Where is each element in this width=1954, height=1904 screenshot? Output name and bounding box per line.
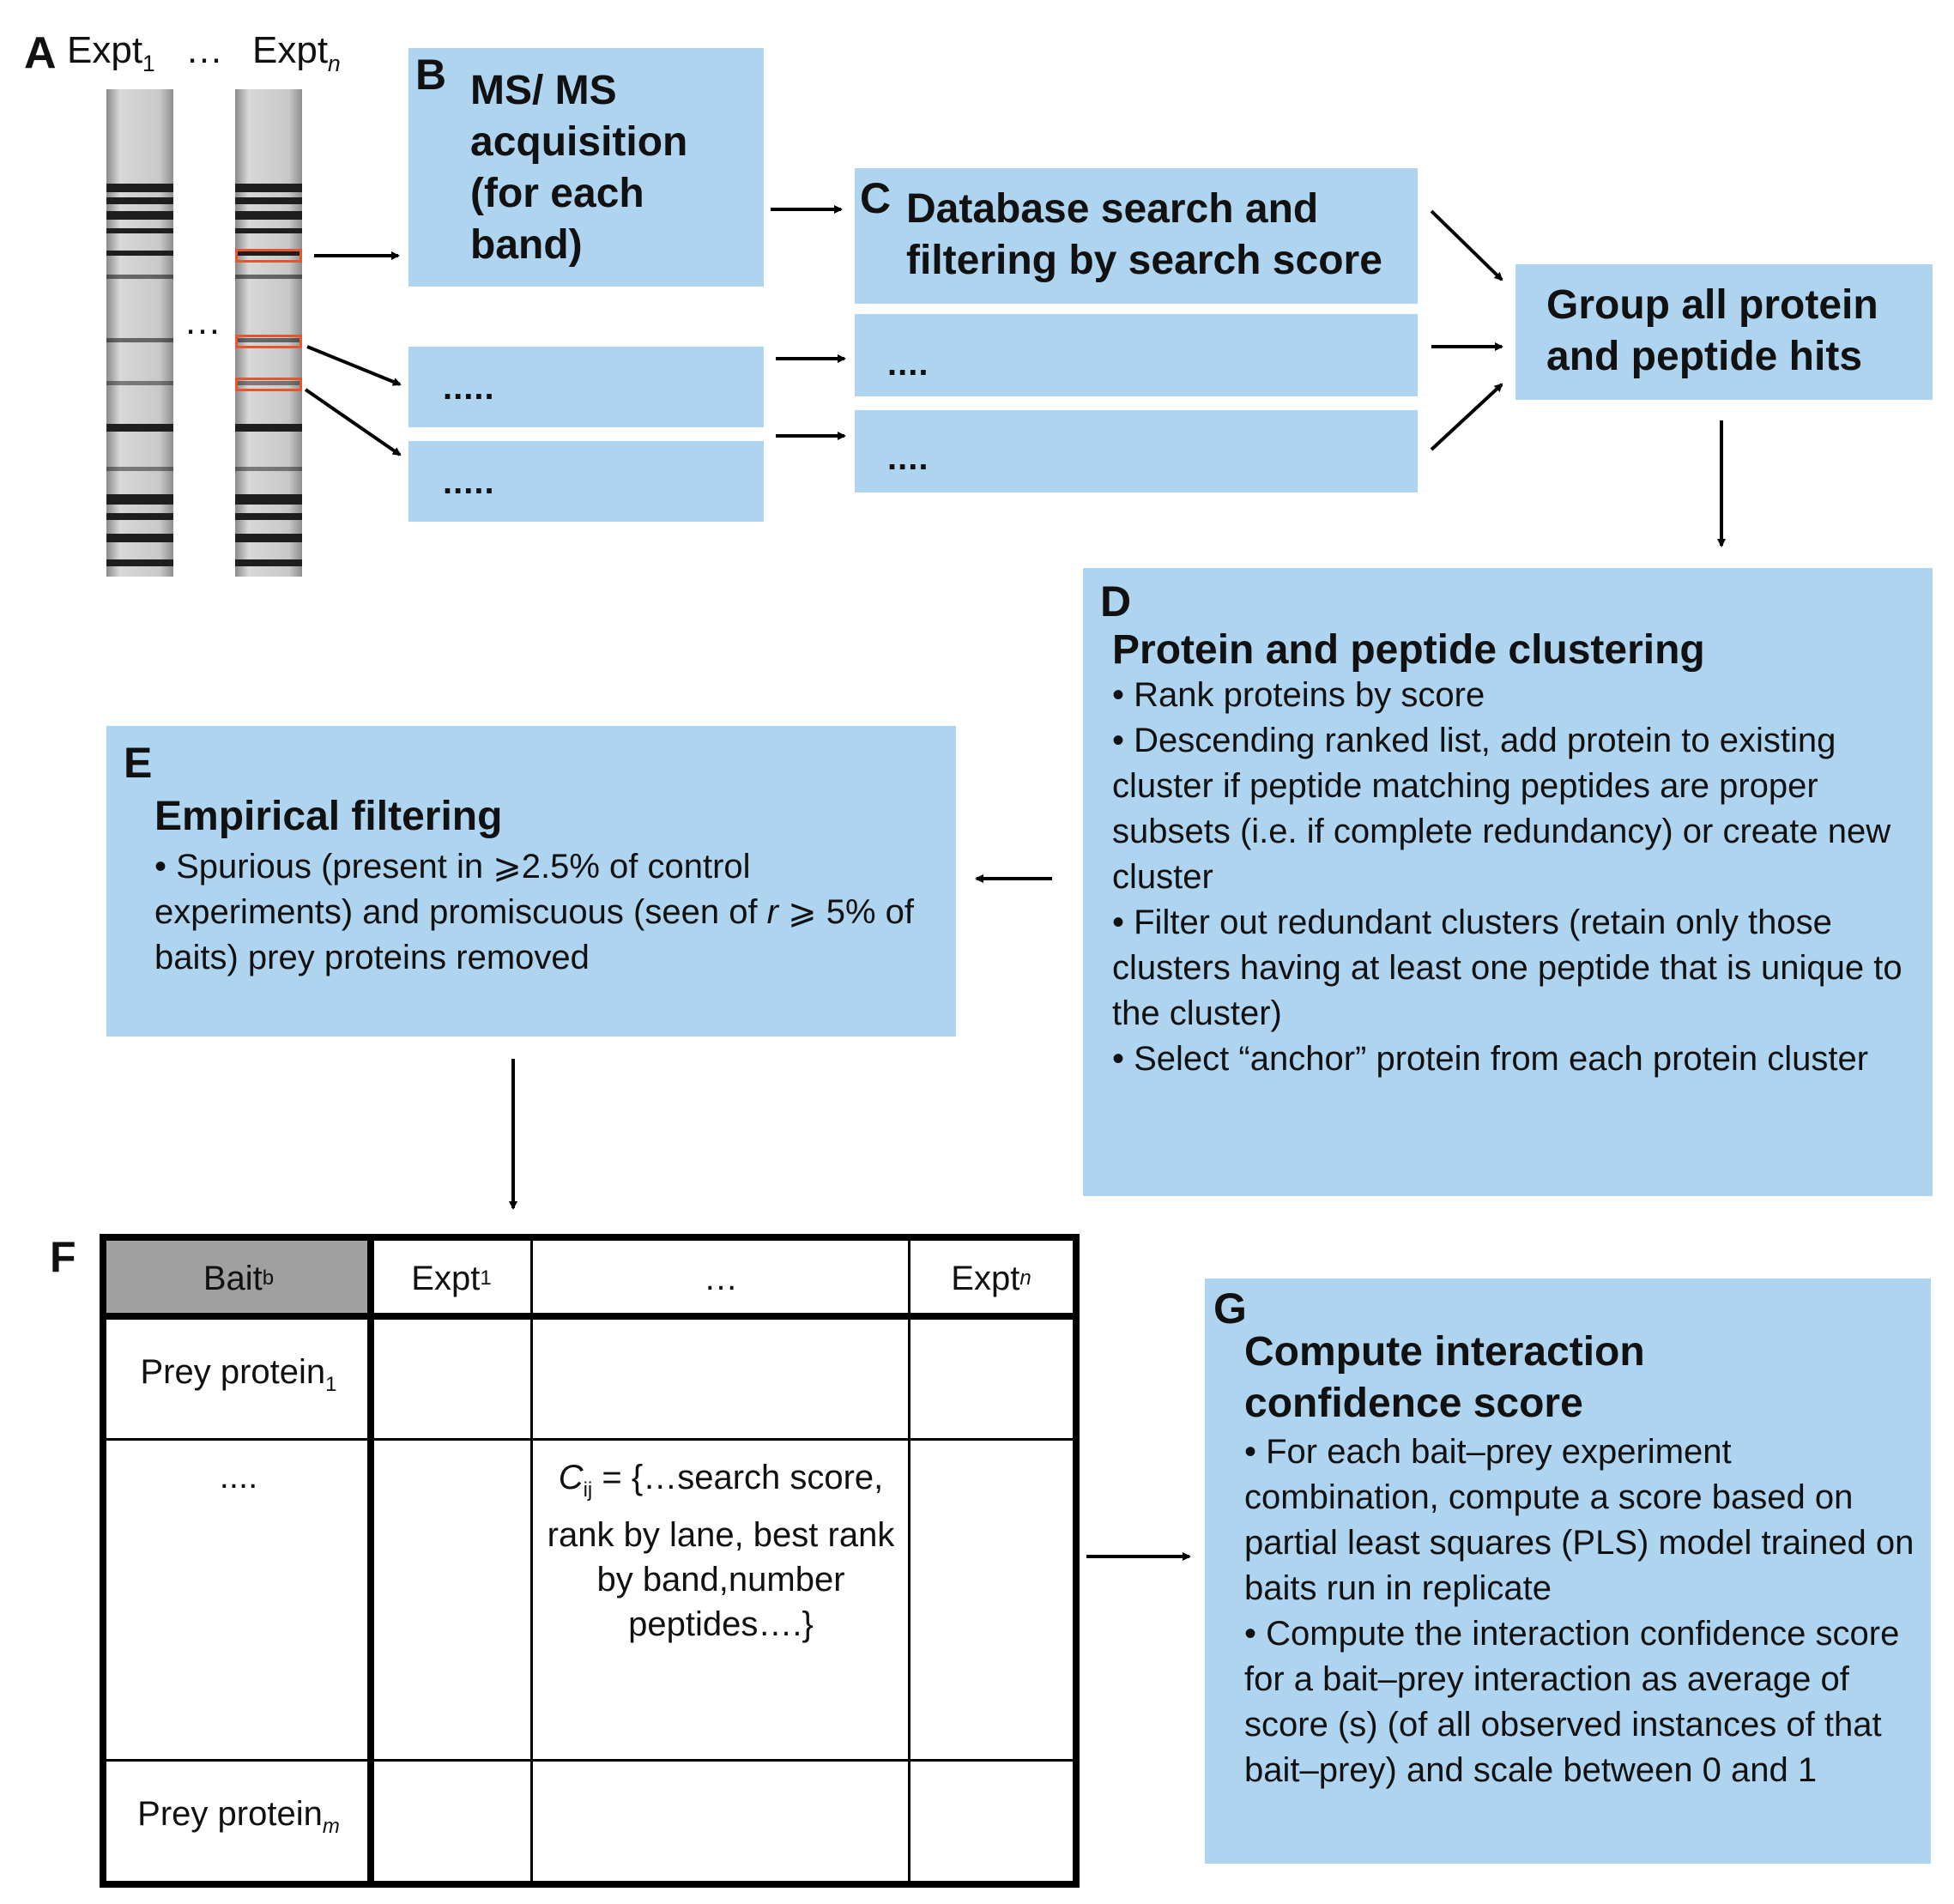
- table-divider: [106, 1438, 1073, 1441]
- confidence-bullets: • For each bait–prey experiment combinat…: [1244, 1430, 1922, 1793]
- ms-dots-2: .....: [443, 463, 495, 501]
- arrow-gel-to-ms-3: [304, 388, 402, 456]
- box-empirical-filtering: [106, 726, 956, 1037]
- confidence-score-title: Compute interaction confidence score: [1244, 1329, 1645, 1426]
- gel-lane-1: [106, 89, 173, 577]
- arrow-db-to-group-3: [1430, 383, 1503, 451]
- panel-c-letter: C: [860, 174, 892, 222]
- arrow-gel-to-ms-2: [306, 345, 402, 386]
- box-database-search: [855, 168, 1418, 304]
- clustering-bullets: • Rank proteins by score • Descending ra…: [1112, 673, 1910, 1082]
- selected-band-1: [235, 249, 302, 263]
- empirical-filtering-bullet: • Spurious (present in ⩾2.5% of control …: [154, 848, 915, 976]
- lane-ellipsis-top: …: [185, 29, 223, 71]
- clustering-bullet: • Filter out redundant clusters (retain …: [1112, 904, 1903, 1032]
- db-dots-1: ....: [887, 345, 929, 383]
- lane1-label: Expt1: [67, 29, 155, 76]
- confidence-bullet: • Compute the interaction confidence sco…: [1244, 1615, 1900, 1789]
- row-prey-protein-1: Prey protein1: [140, 1352, 337, 1396]
- db-dots-2: ....: [887, 439, 929, 477]
- panel-f-letter: F: [50, 1233, 76, 1281]
- box-ms-placeholder-1: [408, 347, 764, 427]
- lane-ellipsis-mid: …: [184, 300, 221, 342]
- clustering-bullet: • Select “anchor” protein from each prot…: [1112, 1040, 1869, 1078]
- panel-b-letter: B: [415, 51, 447, 99]
- box-group-hits: [1515, 264, 1933, 400]
- database-search-title: Database search and filtering by search …: [906, 186, 1382, 283]
- arrow-db-to-group: [1430, 209, 1503, 281]
- box-clustering: [1083, 568, 1933, 1196]
- confidence-bullet: • For each bait–prey experiment combinat…: [1244, 1433, 1915, 1607]
- panel-d-letter: D: [1100, 577, 1132, 626]
- header-ellipsis: …: [704, 1260, 738, 1297]
- clustering-title: Protein and peptide clustering: [1112, 627, 1705, 673]
- box-ms-acquisition: [408, 48, 764, 287]
- box-ms-placeholder-2: [408, 441, 764, 522]
- group-hits-title: Group all protein and peptide hits: [1546, 282, 1878, 379]
- panel-a-letter: A: [24, 28, 57, 78]
- gel-lane-n: [235, 89, 302, 577]
- table-divider: [530, 1241, 533, 1881]
- clustering-bullet: • Rank proteins by score: [1112, 676, 1485, 714]
- clustering-bullet: • Descending ranked list, add protein to…: [1112, 722, 1891, 896]
- selected-band-2: [235, 335, 302, 348]
- row-ellipsis: ....: [219, 1458, 258, 1496]
- box-confidence-score: [1205, 1278, 1931, 1864]
- selected-band-3: [235, 378, 302, 391]
- ms-dots-1: .....: [443, 369, 495, 407]
- panel-e-letter: E: [124, 739, 153, 787]
- cell-formula: Cij = {…search score, rank by lane, best…: [547, 1459, 895, 1643]
- table-divider: [106, 1759, 1073, 1762]
- ms-acquisition-title: MS/ MS acquisition (for each band): [470, 68, 688, 268]
- table-divider: [908, 1241, 910, 1881]
- empirical-filtering-title: Empirical filtering: [154, 794, 503, 839]
- table-divider: [106, 1313, 1073, 1320]
- row-prey-protein-m: Prey proteinm: [137, 1794, 340, 1838]
- box-db-placeholder-2: [855, 410, 1418, 493]
- lane2-label: Exptn: [252, 29, 341, 76]
- panel-g-letter: G: [1213, 1284, 1247, 1333]
- box-db-placeholder-1: [855, 314, 1418, 396]
- table-divider: [367, 1241, 374, 1881]
